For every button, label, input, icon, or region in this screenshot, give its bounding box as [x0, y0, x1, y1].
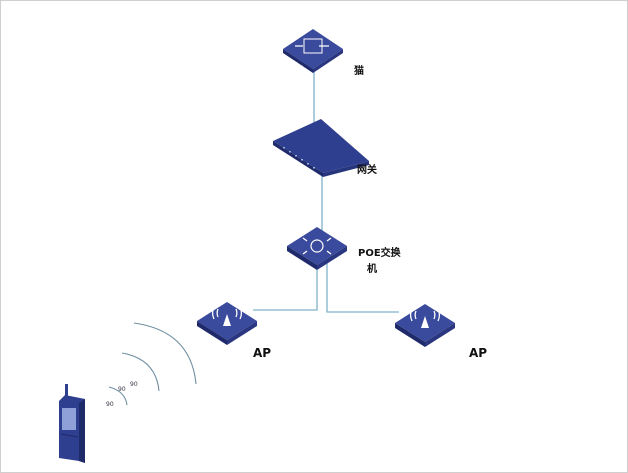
ap-left-icon: [197, 302, 257, 345]
wifi-waves: [108, 322, 197, 406]
poe-switch-icon: [287, 227, 347, 270]
ap-right-icon: [395, 304, 455, 347]
poe-switch-label-line1: POE交换: [358, 248, 401, 259]
modem-icon: Modem: [283, 29, 343, 75]
gateway-label: 网关: [357, 165, 377, 176]
gateway-icon: [273, 119, 369, 177]
signal-label: 90: [118, 386, 126, 393]
link-switch-ap-right: [326, 263, 399, 313]
ap-left-label: AP: [253, 346, 272, 360]
poe-switch-label-line2: 机: [367, 264, 377, 275]
links: [253, 69, 399, 313]
signal-label: 90: [106, 401, 114, 408]
modem-label: 猫: [354, 66, 364, 77]
mobile-phone-icon: [59, 384, 85, 463]
signal-label: 90: [130, 381, 138, 388]
link-switch-ap-left: [253, 263, 318, 311]
ap-right-label: AP: [469, 346, 488, 360]
